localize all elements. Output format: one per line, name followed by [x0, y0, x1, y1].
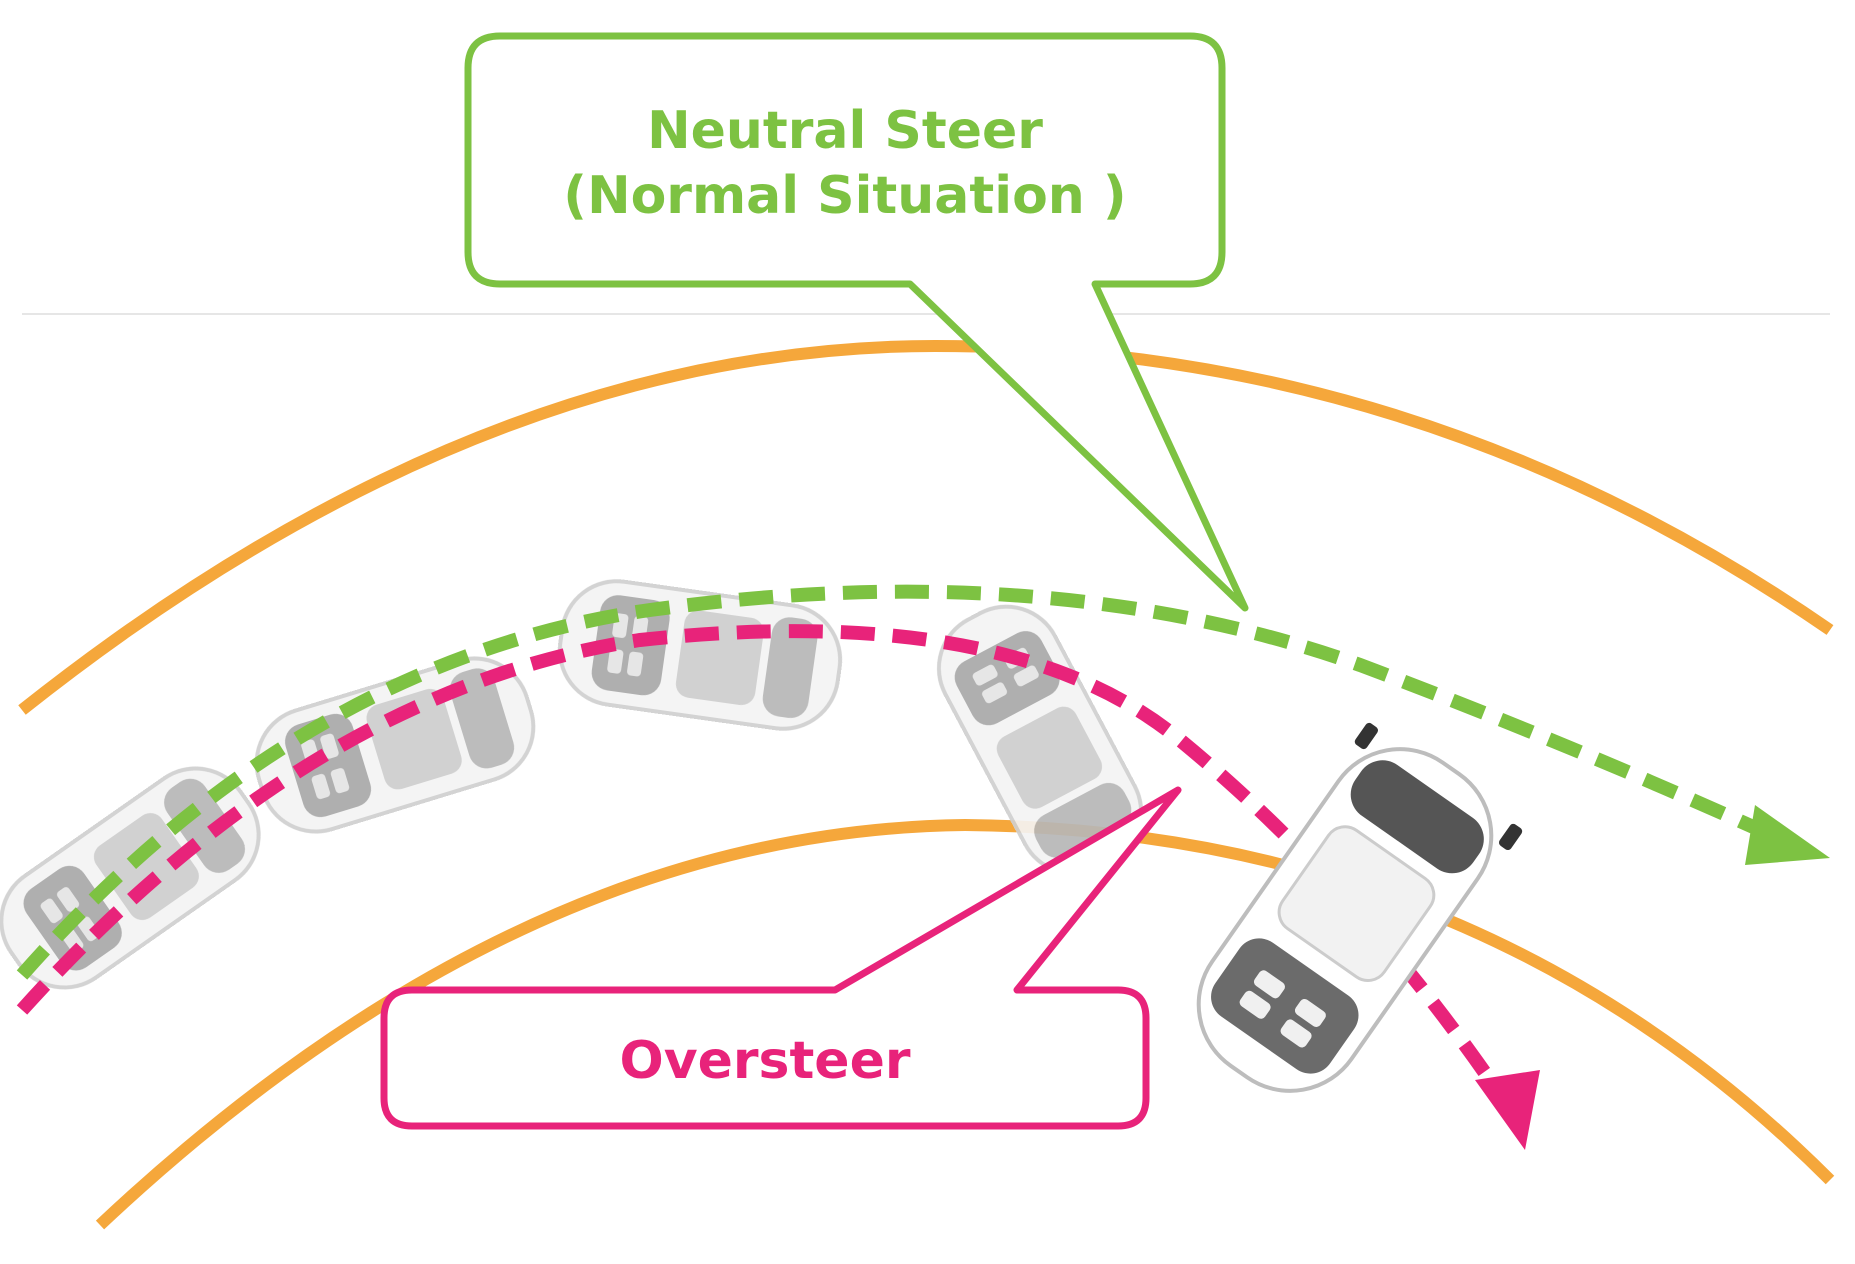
oversteer-arrowhead: [1475, 1070, 1540, 1150]
oversteer-title: Oversteer: [619, 1031, 910, 1091]
neutral-steer-title: Neutral Steer: [647, 101, 1043, 161]
road-outer-edge: [18, 339, 1834, 715]
neutral-steer-arrowhead: [1745, 805, 1830, 865]
oversteer-callout-box: [380, 786, 1182, 1130]
road-inner-edge: [95, 818, 1835, 1230]
neutral-steer-path: [16, 584, 1763, 980]
neutral-steer-subtitle: (Normal Situation ): [563, 166, 1126, 226]
neutral-steer-callout: Neutral Steer (Normal Situation ): [464, 32, 1249, 612]
neutral-callout-box: [464, 32, 1249, 612]
oversteer-callout: Oversteer: [380, 786, 1182, 1130]
car-main: [1196, 722, 1523, 1093]
